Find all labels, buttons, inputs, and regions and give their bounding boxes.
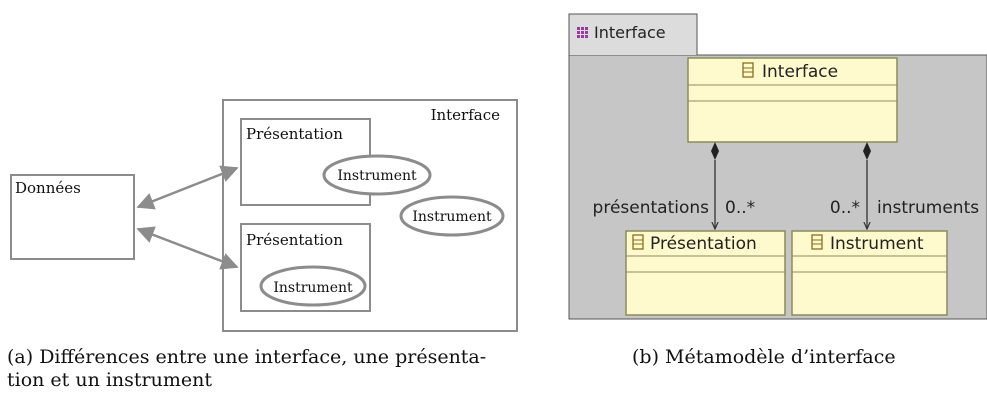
instrument-free-label: Instrument [412, 209, 492, 225]
arrow-donnees-presentation-bottom [136, 226, 239, 270]
composition-presentations [711, 142, 719, 229]
mult-instruments: 0..* [830, 198, 860, 218]
package-icon [577, 27, 588, 38]
instrument-bottom-label: Instrument [273, 280, 353, 296]
class-instrument-name: Instrument [830, 234, 924, 254]
role-presentations: présentations [593, 198, 710, 218]
class-presentation[interactable]: Présentation [625, 230, 786, 316]
class-presentation-name: Présentation [650, 234, 757, 254]
donnees-label: Données [15, 179, 81, 197]
caption-b-text: (b) Métamodèle d’interface [632, 346, 896, 368]
instrument-top-label: Instrument [337, 168, 417, 184]
figure-a: Données Interface Présentation Présentat… [10, 99, 518, 332]
mult-presentations: 0..* [725, 198, 755, 218]
presentation-bottom-label: Présentation [246, 231, 343, 249]
caption-a: (a) Différences entre une interface, une… [7, 346, 547, 392]
caption-b: (b) Métamodèle d’interface [632, 346, 952, 369]
instrument-top-ellipse [322, 154, 432, 196]
class-icon [742, 62, 754, 78]
class-interface-name: Interface [762, 62, 838, 82]
presentation-top-label: Présentation [246, 125, 343, 143]
package-tab [568, 13, 698, 55]
package-tab-label: Interface [594, 23, 666, 42]
arrow-donnees-presentation-top [136, 165, 239, 210]
instrument-free-ellipse [399, 195, 505, 237]
composition-instruments [863, 142, 871, 229]
class-instrument[interactable]: Instrument [791, 230, 948, 316]
figure-b: Interface Interface Présentation [568, 13, 987, 320]
interface-label: Interface [431, 106, 501, 124]
caption-a-line1: (a) Différences entre une interface, une… [7, 346, 487, 368]
class-interface[interactable]: Interface [687, 57, 898, 143]
class-icon [811, 234, 823, 250]
class-icon [632, 234, 644, 250]
instrument-bottom-ellipse [259, 265, 367, 307]
role-instruments: instruments [877, 198, 979, 218]
donnees-box [10, 174, 135, 260]
caption-a-line2: tion et un instrument [7, 369, 213, 391]
